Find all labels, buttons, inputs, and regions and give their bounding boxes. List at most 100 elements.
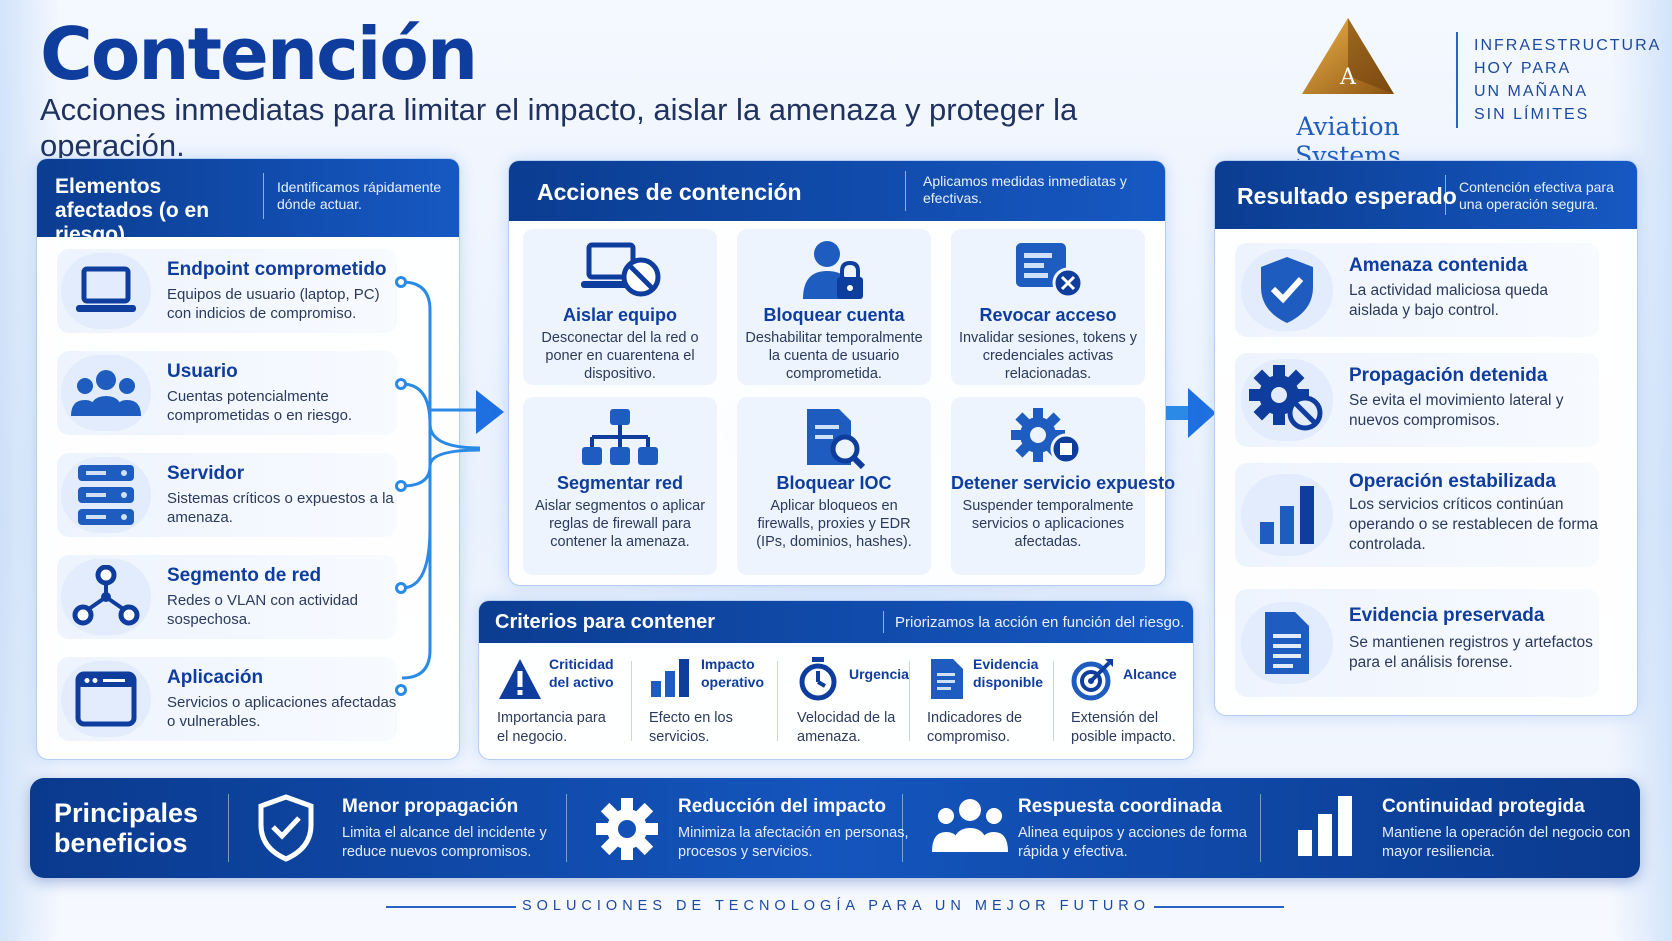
target-icon [1071,659,1113,701]
list-item: Servidor Sistemas críticos o expuestos a… [57,453,397,537]
actions-panel-header: Acciones de contención Aplicamos medidas… [509,161,1165,221]
list-item: Endpoint comprometido Equipos de usuario… [57,249,397,333]
item-description: Servicios o aplicaciones afectadas o vul… [167,694,397,730]
logo-letter: A [1339,65,1357,90]
connector-dot [395,684,407,696]
action-card: Bloquear cuenta Deshabilitar temporalmen… [737,229,931,385]
document-icon [931,659,963,699]
criteria-description: Extensión del posible impacto. [1071,710,1176,745]
item-title: Usuario [167,361,238,382]
warning-icon [499,659,541,699]
laptop-block-icon [523,239,717,299]
header-divider [263,173,264,219]
card-description: Suspender temporalmente servicios o apli… [962,498,1134,550]
tagline-line: UN MAÑANA [1474,83,1589,100]
affected-panel-description: Identificamos rápidamente dónde actuar. [277,179,442,212]
action-card: Revocar acceso Invalidar sesiones, token… [951,229,1145,385]
item-description: Sistemas críticos o expuestos a la amena… [167,490,394,526]
credential-revoke-icon [951,239,1145,299]
footer-divider-right [1154,906,1284,908]
card-title: Bloquear IOC [776,473,892,493]
benefits-divider [566,794,567,862]
criteria-title: Evidencia disponible [973,656,1043,690]
benefits-divider [1260,794,1261,862]
criteria-title: Alcance [1123,666,1177,682]
card-description: Invalidar sesiones, tokens y credenciale… [958,330,1138,382]
benefit-title: Respuesta coordinada [1018,796,1222,817]
card-title: Aislar equipo [562,305,678,325]
benefit-description: Alinea equipos y acciones de forma rápid… [1018,825,1247,860]
header-divider [905,171,906,211]
logo-triangle-icon: A [1302,18,1394,94]
gear-stop-icon [951,407,1145,467]
list-item: Operación estabilizada Los servicios crí… [1235,463,1599,567]
benefit-title: Reducción del impacto [678,796,886,817]
list-item: Amenaza contenida La actividad maliciosa… [1235,243,1599,337]
benefit-title: Menor propagación [342,796,519,817]
item-description: Redes o VLAN con actividad sospechosa. [167,592,358,628]
bar-chart-icon [1298,796,1352,856]
item-description: Se evita el movimiento lateral y nuevos … [1349,392,1564,429]
app-window-icon [61,661,151,737]
card-description: Desconectar del la red o poner en cuaren… [541,330,699,382]
list-item: Segmento de red Redes o VLAN con activid… [57,555,397,639]
card-description: Aislar segmentos o aplicar reglas de fir… [534,498,706,550]
action-card: Detener servicio expuesto Suspender temp… [951,397,1175,575]
criteria-divider [631,661,632,741]
benefit-description: Mantiene la operación del negocio con ma… [1382,825,1631,860]
shield-check-icon [1241,249,1333,331]
actions-panel-description: Aplicamos medidas inmediatas y efectivas… [923,173,1127,206]
card-title: Revocar acceso [979,305,1117,325]
item-title: Propagación detenida [1349,365,1548,386]
benefits-title: Principales beneficios [54,798,199,858]
stopwatch-icon [799,657,837,701]
criteria-description: Importancia para el negocio. [497,710,606,745]
affected-panel-header: Elementos afectados (o en riesgo) Identi… [37,159,459,246]
tagline-line: SIN LÍMITES [1474,106,1590,123]
expected-results-panel: Resultado esperado Contención efectiva p… [1214,160,1638,716]
document-search-icon [737,407,931,469]
list-item: Propagación detenida Se evita el movimie… [1235,353,1599,447]
list-item: Aplicación Servicios o aplicaciones afec… [57,657,397,741]
action-card: Bloquear IOC Aplicar bloqueos en firewal… [737,397,931,575]
page-subtitle: Acciones inmediatas para limitar el impa… [40,92,1078,163]
bar-chart-icon [1241,474,1333,556]
action-card: Aislar equipo Desconectar del la red o p… [523,229,717,385]
criteria-item: Urgencia Velocidad de la amenaza. [785,653,927,749]
item-title: Servidor [167,463,245,484]
user-lock-icon [737,239,931,299]
shield-check-icon [258,794,314,862]
containment-actions-panel: Acciones de contención Aplicamos medidas… [508,160,1175,586]
benefits-divider [228,794,229,862]
criteria-item: Impacto operativo Efecto en los servicio… [637,653,779,749]
benefit-item: Menor propagación Limita el alcance del … [256,788,576,868]
card-title: Bloquear cuenta [763,305,905,325]
criteria-panel-description: Priorizamos la acción en función del rie… [895,614,1185,631]
main-benefits-bar: Principales beneficios Menor propagación… [30,778,1640,878]
criteria-divider [909,661,910,741]
criteria-description: Velocidad de la amenaza. [797,710,896,745]
footer-tagline: SOLUCIONES DE TECNOLOGÍA PARA UN MEJOR F… [521,898,1151,914]
list-item: Evidencia preservada Se mantienen regist… [1235,589,1599,697]
connector-dot [395,378,407,390]
benefits-divider [902,794,903,862]
connector-lines [401,280,504,680]
team-icon [932,799,1008,852]
bar-chart-icon [651,659,689,697]
affected-panel-title: Elementos afectados (o en riesgo) [55,175,210,246]
page-title: Contención [40,12,478,96]
criteria-panel-title: Criterios para contener [495,611,716,633]
item-title: Amenaza contenida [1349,255,1528,276]
benefit-item: Continuidad protegida Mantiene la operac… [1296,788,1630,868]
document-icon [1241,602,1333,684]
list-item: Usuario Cuentas potencialmente compromet… [57,351,397,435]
item-description: Equipos de usuario (laptop, PC) con indi… [167,286,380,322]
benefit-item: Respuesta coordinada Alinea equipos y ac… [932,788,1252,868]
benefit-description: Minimiza la afectación en personas, proc… [678,825,909,860]
criteria-divider [1053,661,1054,741]
results-panel-header: Resultado esperado Contención efectiva p… [1215,161,1637,229]
card-description: Aplicar bloqueos en firewalls, proxies y… [756,498,912,550]
header-divider [1445,175,1446,215]
criteria-divider [777,661,778,741]
item-description: Cuentas potencialmente comprometidas o e… [167,388,353,424]
